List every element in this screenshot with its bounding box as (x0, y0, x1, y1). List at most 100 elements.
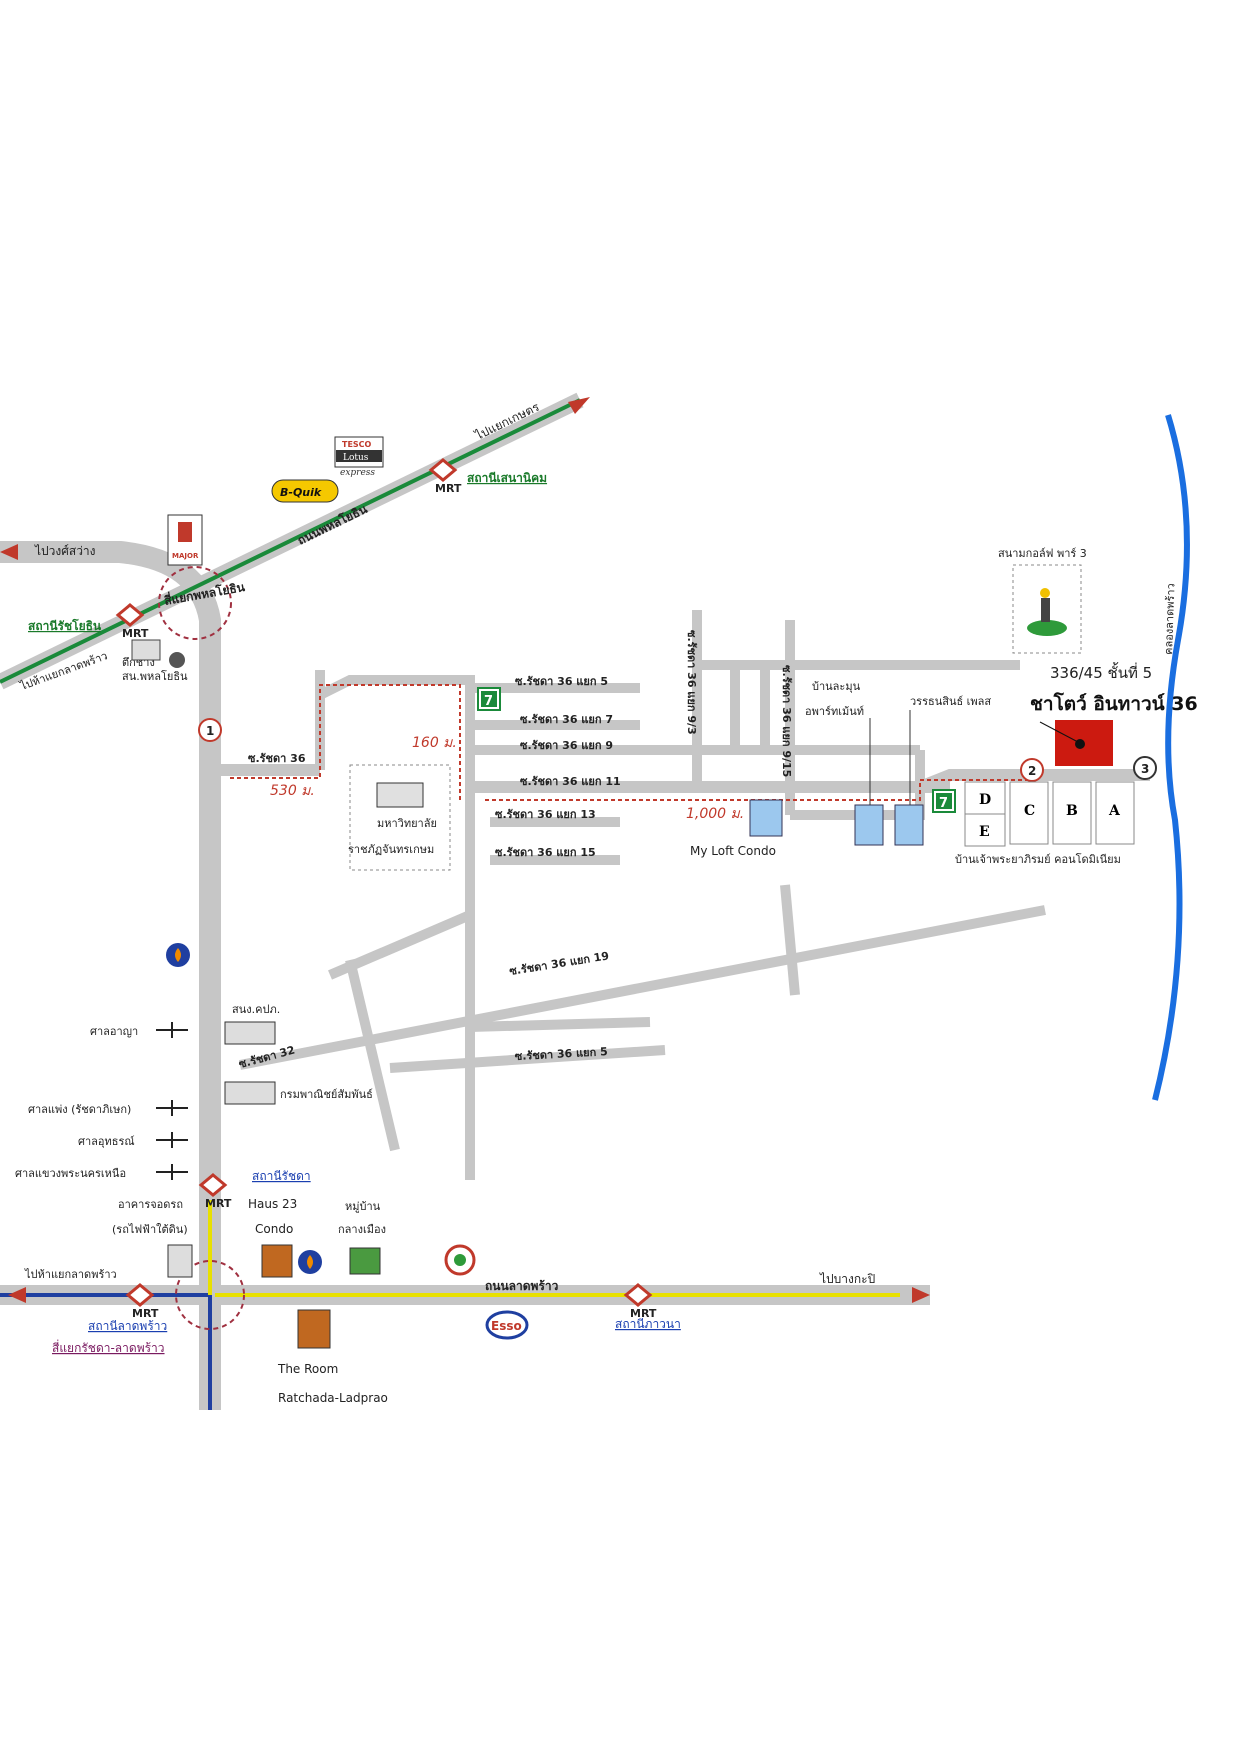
label-the-room-2: Ratchada-Ladprao (278, 1391, 388, 1405)
svg-text:A: A (1108, 803, 1121, 819)
label-sena-station[interactable]: สถานีเสนานิคม (467, 471, 547, 485)
svg-text:C: C (1024, 803, 1035, 819)
label-phawana-station[interactable]: สถานีภาวนา (615, 1317, 681, 1331)
scale-icon (156, 1022, 188, 1038)
seven-eleven-2: 7 (932, 789, 956, 813)
label-soi-9: ซ.รัชดา 36 แยก 9 (520, 739, 613, 752)
label-dist-160: 160 ม. (412, 735, 457, 751)
label-my-loft: My Loft Condo (690, 844, 776, 858)
ratchada-road (0, 541, 221, 1410)
svg-text:MRT: MRT (630, 1307, 657, 1320)
label-haus23-1: Haus 23 (248, 1197, 297, 1211)
scale-icon (156, 1132, 188, 1148)
label-wanthana: วรรธนสินธ์ เพลส (910, 695, 991, 708)
kbank-icon (444, 1244, 476, 1276)
village-icon (349, 1247, 381, 1275)
marker-3: 3 (1133, 756, 1157, 780)
route-lines (230, 684, 1035, 801)
major-cineplex-logo: MAJOR (167, 514, 203, 566)
label-village-1: หมู่บ้าน (345, 1200, 381, 1213)
label-parking-2: (รถไฟฟ้าใต้ดิน) (112, 1223, 188, 1236)
commerce-building-icon (224, 1081, 276, 1105)
label-ratchada-station[interactable]: สถานีรัชดา (252, 1169, 311, 1183)
label-north-court: ศาลแขวงพระนครเหนือ (15, 1167, 126, 1180)
bquik-logo: B-Quik (271, 479, 339, 503)
label-sanong-kopo: สนง.คปภ. (232, 1003, 280, 1016)
label-golf: สนามกอล์ฟ พาร์ 3 (998, 547, 1087, 560)
svg-text:MAJOR: MAJOR (172, 552, 199, 560)
label-ratchada-32: ซ.รัชดา 32 (237, 1043, 296, 1070)
mrt-icon (125, 1283, 155, 1307)
label-soi-9-15: ซ.รัชดา 36 แยก 9/15 (780, 665, 793, 777)
svg-text:7: 7 (484, 694, 493, 709)
label-soi-15: ซ.รัชดา 36 แยก 15 (495, 846, 596, 859)
arrow-kaset (568, 397, 590, 414)
golf-icon (1027, 620, 1067, 636)
scale-icon (156, 1164, 188, 1180)
label-dist-530: 530 ม. (270, 783, 315, 799)
label-soi-7: ซ.รัชดา 36 แยก 7 (520, 713, 613, 726)
label-ratchada-36: ซ.รัชดา 36 (248, 752, 306, 765)
svg-text:Esso: Esso (491, 1319, 522, 1333)
arrow-ladprao-west (8, 1287, 26, 1303)
label-to-bangkapi: ไปบางกะปิ (819, 1272, 875, 1286)
address-line1: 336/45 ชั้นที่ 5 (1050, 662, 1152, 682)
label-ladprao-station[interactable]: สถานีลาดพร้าว (88, 1319, 167, 1333)
svg-text:MRT: MRT (132, 1307, 159, 1320)
label-university-1: มหาวิทยาลัย (377, 817, 437, 830)
address-line2: ชาโตว์ อินทาวน์ 36 (1030, 692, 1198, 715)
seven-eleven-1: 7 (477, 687, 501, 711)
tesco-lotus-logo: TESCO Lotus express (334, 436, 384, 478)
svg-text:Lotus: Lotus (343, 453, 369, 463)
label-ladprao-road: ถนนลาดพร้าว (485, 1279, 559, 1293)
svg-text:TESCO: TESCO (342, 440, 372, 449)
svg-text:MRT: MRT (205, 1197, 232, 1210)
label-soi-5: ซ.รัชดา 36 แยก 5 (515, 675, 608, 688)
the-room-icon (297, 1309, 331, 1349)
label-ban-lamun-1: บ้านละมุน (812, 680, 861, 693)
label-soi-9-3: ซ.รัชดา 36 แยก 9/3 (685, 630, 698, 735)
label-university-2: ราชภัฏจันทรเกษม (348, 843, 434, 856)
ban-lamun-icon (854, 804, 884, 846)
label-the-room-1: The Room (277, 1362, 338, 1376)
canal (1152, 414, 1190, 1101)
mrt-ladprao[interactable]: MRT (125, 1283, 159, 1320)
label-to-ladprao-junction-bottom: ไปห้าแยกลาดพร้าว (24, 1268, 117, 1281)
marker-1: 1 (198, 718, 222, 742)
gas-station-icon (298, 1250, 322, 1274)
mrt-icon (115, 603, 145, 627)
university-box (349, 764, 451, 871)
kopo-building-icon (224, 1021, 276, 1045)
label-soi-11: ซ.รัชดา 36 แยก 11 (520, 775, 621, 788)
svg-text:2: 2 (1028, 764, 1036, 778)
arrow-wong-sawang (0, 544, 18, 560)
label-soi-13: ซ.รัชดา 36 แยก 13 (495, 808, 596, 821)
svg-text:express: express (340, 468, 375, 478)
mrt-ratchayothin[interactable]: MRT (115, 603, 149, 640)
label-phahon-road: ถนนพหลโยธิน (295, 501, 370, 548)
label-phahon-police: สน.พหลโยธิน (122, 669, 188, 683)
mrt-phawana[interactable]: MRT (623, 1283, 657, 1320)
condo-blocks: D E C B A (964, 781, 1135, 847)
mrt-ratchada[interactable]: MRT (198, 1173, 232, 1210)
esso-logo: Esso (485, 1310, 529, 1340)
label-soi-5-lower: ซ.รัชดา 36 แยก 5 (514, 1045, 608, 1063)
label-ratchada-ladprao-junction: สี่แยกรัชดา-ลาดพร้าว (52, 1339, 165, 1355)
parking-building-icon (167, 1244, 193, 1278)
haus23-icon (261, 1244, 293, 1278)
svg-text:7: 7 (939, 796, 948, 811)
label-soi-19: ซ.รัชดา 36 แยก 19 (508, 949, 609, 978)
label-ban-chao-phraya: บ้านเจ้าพระยาภิรมย์ คอนโดมิเนียม (955, 852, 1121, 866)
svg-text:MRT: MRT (122, 627, 149, 640)
scale-icon (156, 1100, 188, 1116)
my-loft-icon (749, 799, 783, 837)
svg-text:MRT: MRT (435, 482, 462, 495)
mrt-icon (428, 458, 458, 482)
mrt-sena[interactable]: MRT (428, 458, 462, 495)
direction-arrows (0, 397, 930, 1303)
label-haus23-2: Condo (255, 1222, 293, 1236)
label-to-wong-sawang: ไปวงศ์สว่าง (34, 544, 96, 558)
label-juvenile-court: ศาลอุทธรณ์ (78, 1135, 135, 1148)
label-ratchayothin-station[interactable]: สถานีรัชโยธิน (28, 618, 102, 633)
